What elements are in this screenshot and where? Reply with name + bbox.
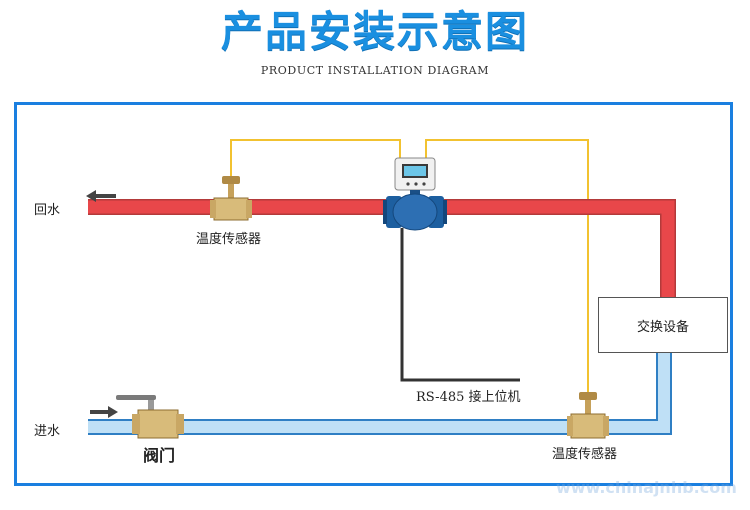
rs485-label: RS-485 接上位机	[416, 390, 521, 405]
page-title: 产品安装示意图	[220, 7, 529, 56]
watermark: www.chinajnhb.com	[556, 478, 737, 497]
wire-right	[425, 139, 589, 405]
left-arrow-icon	[86, 190, 116, 202]
inlet-water-label: 进水	[34, 424, 61, 439]
exchange-equipment-box: 交换设备	[598, 297, 728, 353]
wire-left	[230, 139, 401, 195]
valve-label: 阀门	[143, 446, 176, 465]
flow-meter-icon	[383, 157, 447, 231]
signal-wires	[230, 139, 589, 405]
diagram-frame	[14, 102, 733, 486]
temp-sensor-bottom-label: 温度传感器	[552, 447, 618, 462]
page-subtitle: PRODUCT INSTALLATION DIAGRAM	[260, 64, 490, 77]
temp-sensor-top-label: 温度传感器	[196, 232, 262, 247]
rs485-cable	[400, 228, 520, 382]
exchange-equipment-label: 交换设备	[636, 319, 689, 335]
temp-sensor-bottom-icon	[567, 392, 609, 439]
valve-icon	[116, 395, 184, 439]
right-arrow-icon	[90, 406, 118, 418]
temp-sensor-top-icon	[210, 176, 252, 221]
return-water-label: 回水	[34, 203, 61, 218]
inlet-pipe	[88, 352, 672, 435]
return-pipe	[88, 199, 676, 300]
